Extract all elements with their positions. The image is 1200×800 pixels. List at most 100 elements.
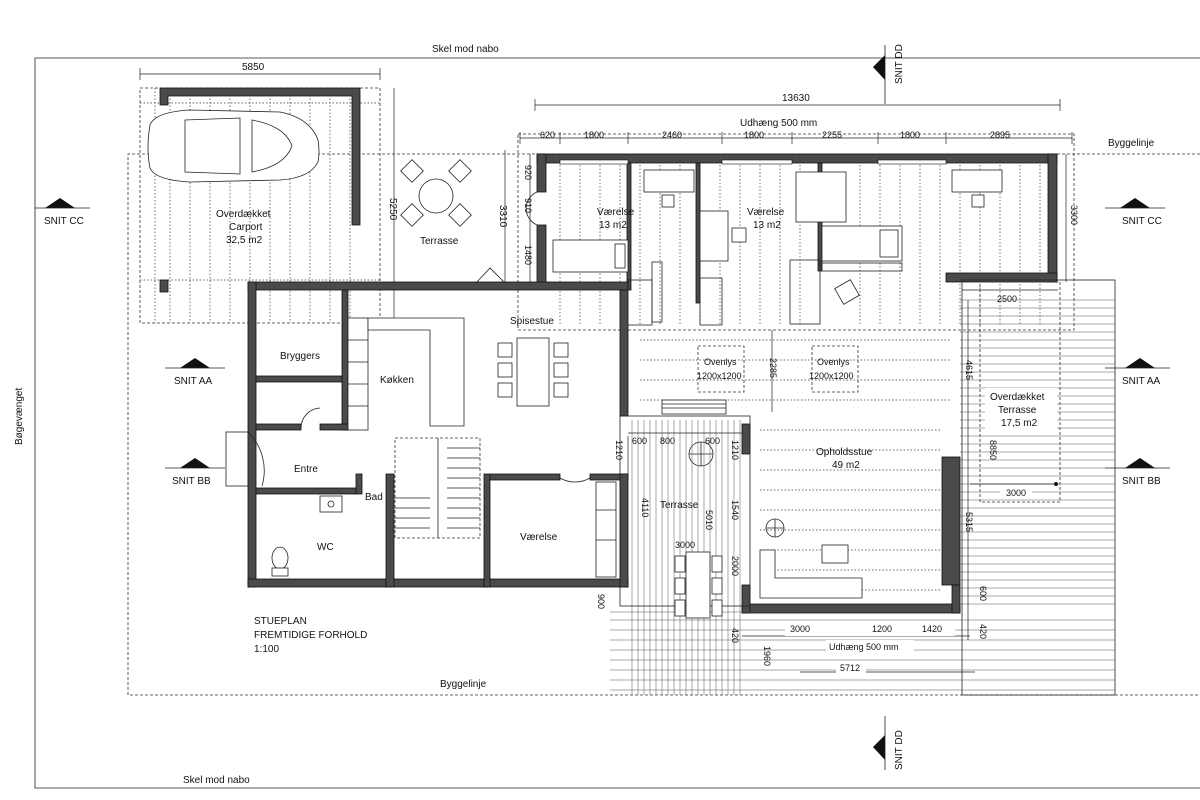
svg-text:1540: 1540 xyxy=(730,500,740,520)
bed-icon xyxy=(552,210,903,273)
entrance-door-icon xyxy=(225,431,265,487)
section-marker-bb-right: SNIT BB xyxy=(1105,458,1170,487)
road-label: Bøgevænget xyxy=(14,388,25,445)
kitchen-counter xyxy=(347,317,465,431)
svg-text:4615: 4615 xyxy=(964,360,974,380)
cov-terrace-label-1: Overdækket xyxy=(990,392,1045,403)
dim-bottom: 3000 1200 1420 Udhæng 500 mm 5712 xyxy=(742,624,975,674)
svg-text:8850: 8850 xyxy=(988,440,998,460)
svg-text:SNIT BB: SNIT BB xyxy=(1122,476,1161,487)
kitchen-label: Køkken xyxy=(380,375,414,386)
svg-text:2255: 2255 xyxy=(822,130,842,140)
title-line-1: STUEPLAN xyxy=(254,616,307,627)
svg-text:1210: 1210 xyxy=(614,440,624,460)
covered-terrace-label-bg xyxy=(985,388,1057,430)
building-line-label-right: Byggelinje xyxy=(1108,138,1155,149)
skylight-2: Ovenlys 1200x1200 xyxy=(809,345,859,393)
carport-label-2: Carport xyxy=(229,222,263,233)
terrace-table-icon xyxy=(674,551,723,619)
svg-text:1210: 1210 xyxy=(730,440,740,460)
svg-text:SNIT AA: SNIT AA xyxy=(174,376,212,387)
terrace-top-label: Terrasse xyxy=(420,236,459,247)
room2-name: Værelse xyxy=(747,207,785,218)
living-name: Opholdsstue xyxy=(816,447,873,458)
room1-name: Værelse xyxy=(597,207,635,218)
living-area: 49 m2 xyxy=(832,460,860,471)
svg-text:600: 600 xyxy=(705,436,720,446)
bath-label: Bad xyxy=(365,492,383,503)
dim-north-left: 920 910 1480 xyxy=(523,154,533,282)
north-wing-hatch xyxy=(559,165,1041,325)
svg-text:620: 620 xyxy=(540,130,555,140)
carport-label-1: Overdækket xyxy=(216,209,271,220)
svg-text:3000: 3000 xyxy=(790,624,810,634)
svg-text:420: 420 xyxy=(978,624,988,639)
section-marker-aa-right: SNIT AA xyxy=(1105,358,1170,387)
property-boundary xyxy=(34,57,1200,789)
svg-text:600: 600 xyxy=(978,586,988,601)
svg-text:2500: 2500 xyxy=(997,294,1017,304)
svg-text:1480: 1480 xyxy=(523,245,533,265)
svg-text:2285: 2285 xyxy=(768,358,778,378)
overhang-top-label: Udhæng 500 mm xyxy=(740,118,817,129)
boundary-label-bottom: Skel mod nabo xyxy=(183,775,250,786)
svg-text:1200x1200: 1200x1200 xyxy=(697,371,742,381)
svg-text:1200x1200: 1200x1200 xyxy=(809,371,854,381)
utility-label: Bryggers xyxy=(280,351,320,362)
dim-skylight-gap: 2285 xyxy=(768,330,778,412)
sink-icon xyxy=(319,495,343,513)
terrace-mid-label: Terrasse xyxy=(660,500,699,511)
svg-text:Udhæng 500 mm: Udhæng 500 mm xyxy=(829,642,899,652)
svg-text:13630: 13630 xyxy=(782,93,810,104)
plant-icon xyxy=(688,441,785,538)
svg-text:SNIT DD: SNIT DD xyxy=(894,44,905,84)
dim-north-right: 3300 xyxy=(1065,154,1079,282)
stair-icon xyxy=(394,437,481,539)
dim-segments-top: 620 1800 2460 1800 2255 1800 2895 xyxy=(519,130,1073,144)
building-line-label-bottom: Byggelinje xyxy=(440,679,487,690)
section-marker-cc-right: SNIT CC xyxy=(1105,198,1165,227)
svg-text:5712: 5712 xyxy=(840,663,860,673)
svg-text:3310: 3310 xyxy=(497,205,508,228)
section-marker-dd-bottom: SNIT DD xyxy=(873,716,905,770)
svg-text:2460: 2460 xyxy=(662,130,682,140)
svg-text:1420: 1420 xyxy=(922,624,942,634)
toilet-icon xyxy=(271,546,289,577)
armchair-icon xyxy=(795,171,860,305)
dim-terrace-mid: 600 800 600 1210 1210 4110 5010 1540 300… xyxy=(596,432,772,666)
section-marker-aa-left: SNIT AA xyxy=(165,358,225,387)
wc-label: WC xyxy=(317,542,334,553)
dim-overall: 13630 xyxy=(534,93,1061,111)
svg-text:2895: 2895 xyxy=(990,130,1010,140)
cov-terrace-label-2: Terrasse xyxy=(998,405,1037,416)
main-house-walls xyxy=(247,281,629,588)
svg-text:3000: 3000 xyxy=(675,540,695,550)
svg-text:5250: 5250 xyxy=(387,198,398,221)
svg-text:SNIT CC: SNIT CC xyxy=(1122,216,1162,227)
svg-text:910: 910 xyxy=(523,198,533,213)
roof-overhang-outline xyxy=(517,133,1075,331)
desk-icon xyxy=(643,169,1003,243)
wardrobe-icon xyxy=(595,481,617,578)
dim-right-block: 4615 8850 3000 5315 600 420 xyxy=(964,300,1058,640)
svg-text:600: 600 xyxy=(632,436,647,446)
skylight-1: Ovenlys 1200x1200 xyxy=(697,345,745,393)
svg-text:4110: 4110 xyxy=(640,498,650,517)
svg-text:3300: 3300 xyxy=(1069,205,1079,225)
svg-text:5315: 5315 xyxy=(964,512,974,532)
sofa-icon xyxy=(759,544,863,599)
room1-area: 13 m2 xyxy=(599,220,627,231)
svg-text:3000: 3000 xyxy=(1006,488,1026,498)
living-walls xyxy=(661,399,961,614)
section-marker-bb-left: SNIT BB xyxy=(165,458,225,487)
dim-2500: 2500 xyxy=(962,289,1058,304)
svg-text:SNIT BB: SNIT BB xyxy=(172,476,211,487)
door-swing-icon xyxy=(300,191,591,483)
dim-carport-width: 5850 xyxy=(139,62,381,80)
svg-text:5850: 5850 xyxy=(242,62,265,73)
dining-table-icon xyxy=(497,337,569,407)
svg-text:2000: 2000 xyxy=(730,556,740,576)
svg-text:5010: 5010 xyxy=(704,510,714,530)
boundary-label-top: Skel mod nabo xyxy=(432,44,499,55)
